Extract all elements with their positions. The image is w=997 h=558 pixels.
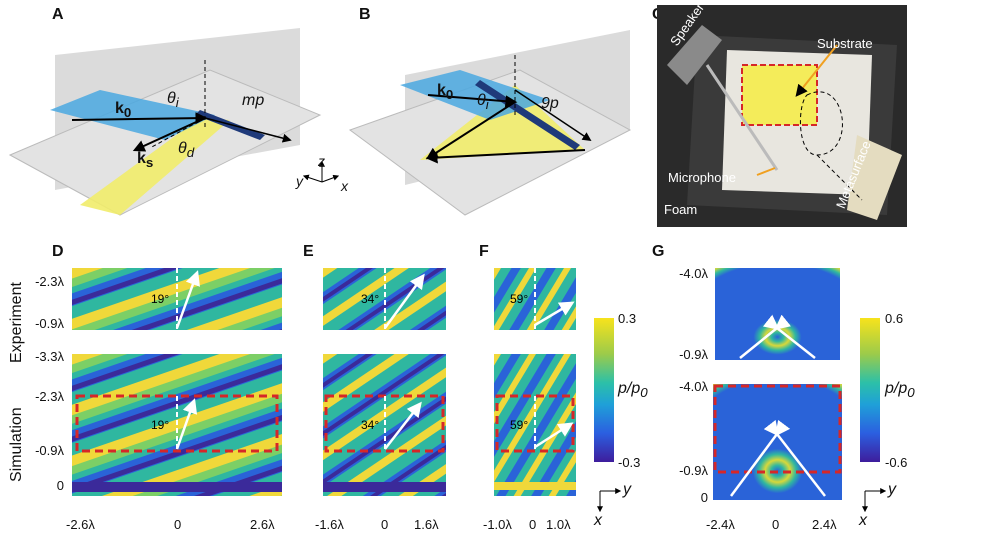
field-map-g-experiment: [715, 268, 840, 360]
ks-label-a: ks: [137, 150, 154, 171]
ytick-exp-bottom: -0.9λ: [35, 316, 64, 331]
panel-label-f: F: [479, 243, 489, 260]
axis-z: z: [318, 153, 325, 169]
xtick-f-left: -1.0λ: [483, 517, 512, 532]
xtick-e-right: 1.6λ: [414, 517, 439, 532]
xy-arrows-icon-def: [597, 488, 622, 513]
angle-label-f-exp: 59°: [510, 292, 529, 306]
xtick-g-left: -2.4λ: [706, 517, 735, 532]
panel-label-g: G: [652, 243, 665, 260]
colorbar-g-max: 0.6: [885, 311, 904, 326]
colorbar-def: [594, 318, 614, 462]
panel-label-a: A: [52, 6, 64, 23]
panel-label-b: B: [359, 6, 371, 23]
foam-label: Foam: [664, 202, 698, 217]
colorbar-def-max: 0.3: [618, 311, 637, 326]
schematic-b: [348, 30, 632, 216]
axis-arrow-x-g: x: [859, 512, 867, 529]
ytick-sim-box-top: -2.3λ: [35, 389, 64, 404]
ytick-g-sim-top: -4.0λ: [679, 379, 708, 394]
axis-arrow-x-def: x: [594, 512, 602, 529]
k0-label-a: k0: [115, 100, 132, 121]
field-map-d-experiment: [72, 268, 282, 330]
xy-arrows-icon-g: [862, 488, 887, 513]
angle-label-e-sim: 34°: [361, 418, 380, 432]
colorbar-g-min: -0.6: [885, 455, 908, 470]
angle-label-f-sim: 59°: [510, 418, 529, 432]
theta-d-label-a: θd: [178, 140, 195, 161]
substrate-label: Substrate: [817, 36, 873, 51]
axis-y: y: [296, 173, 303, 189]
xtick-d-center: 0: [174, 517, 182, 532]
colorbar-def-label: p/p0: [618, 380, 648, 401]
panel-label-d: D: [52, 243, 64, 260]
ytick-exp-top: -2.3λ: [35, 274, 64, 289]
ytick-sim-top: -3.3λ: [35, 349, 64, 364]
ytick-sim-zero: 0: [56, 478, 64, 493]
angle-label-d-exp: 19°: [151, 292, 170, 306]
field-map-g-simulation: [713, 384, 842, 500]
angle-label-e-exp: 34°: [361, 292, 380, 306]
angle-label-d-sim: 19°: [151, 418, 170, 432]
ytick-g-exp-bottom: -0.9λ: [679, 347, 708, 362]
theta-i-label-a: θi: [167, 90, 179, 111]
ytick-sim-box-bottom: -0.9λ: [35, 443, 64, 458]
xtick-d-right: 2.6λ: [250, 517, 275, 532]
field-map-d-simulation: [72, 354, 282, 496]
xtick-e-center: 0: [381, 517, 389, 532]
xtick-f-center: 0: [529, 517, 537, 532]
field-map-e-experiment: [323, 268, 446, 330]
xtick-d-left: -2.6λ: [66, 517, 95, 532]
setup-photo: [657, 5, 907, 227]
ytick-g-sim-box-bottom: -0.9λ: [679, 463, 708, 478]
mp-label: mp: [242, 92, 265, 109]
axis-x: x: [341, 178, 348, 194]
axes-3d-icon: [302, 160, 340, 183]
k0-label-b: k0: [437, 82, 454, 103]
ytick-g-sim-zero: 0: [700, 490, 708, 505]
panel-label-e: E: [303, 243, 314, 260]
period-label-b: 9p: [541, 95, 559, 112]
colorbar-def-min: -0.3: [618, 455, 641, 470]
xtick-g-center: 0: [772, 517, 780, 532]
xtick-f-right: 1.0λ: [546, 517, 571, 532]
microphone-label: Microphone: [668, 170, 736, 185]
colorbar-g-label: p/p0: [885, 380, 915, 401]
colorbar-g: [860, 318, 880, 462]
schematic-a: [8, 28, 322, 216]
axis-arrow-y-def: y: [623, 481, 631, 498]
ytick-g-exp-top: -4.0λ: [679, 266, 708, 281]
field-map-f-simulation: [494, 354, 576, 496]
xtick-e-left: -1.6λ: [315, 517, 344, 532]
field-map-f-experiment: [494, 268, 576, 330]
axis-arrow-y-g: y: [888, 481, 896, 498]
xtick-g-right: 2.4λ: [812, 517, 837, 532]
field-map-e-simulation: [323, 354, 446, 496]
theta-i-label-b: θi: [477, 92, 489, 113]
